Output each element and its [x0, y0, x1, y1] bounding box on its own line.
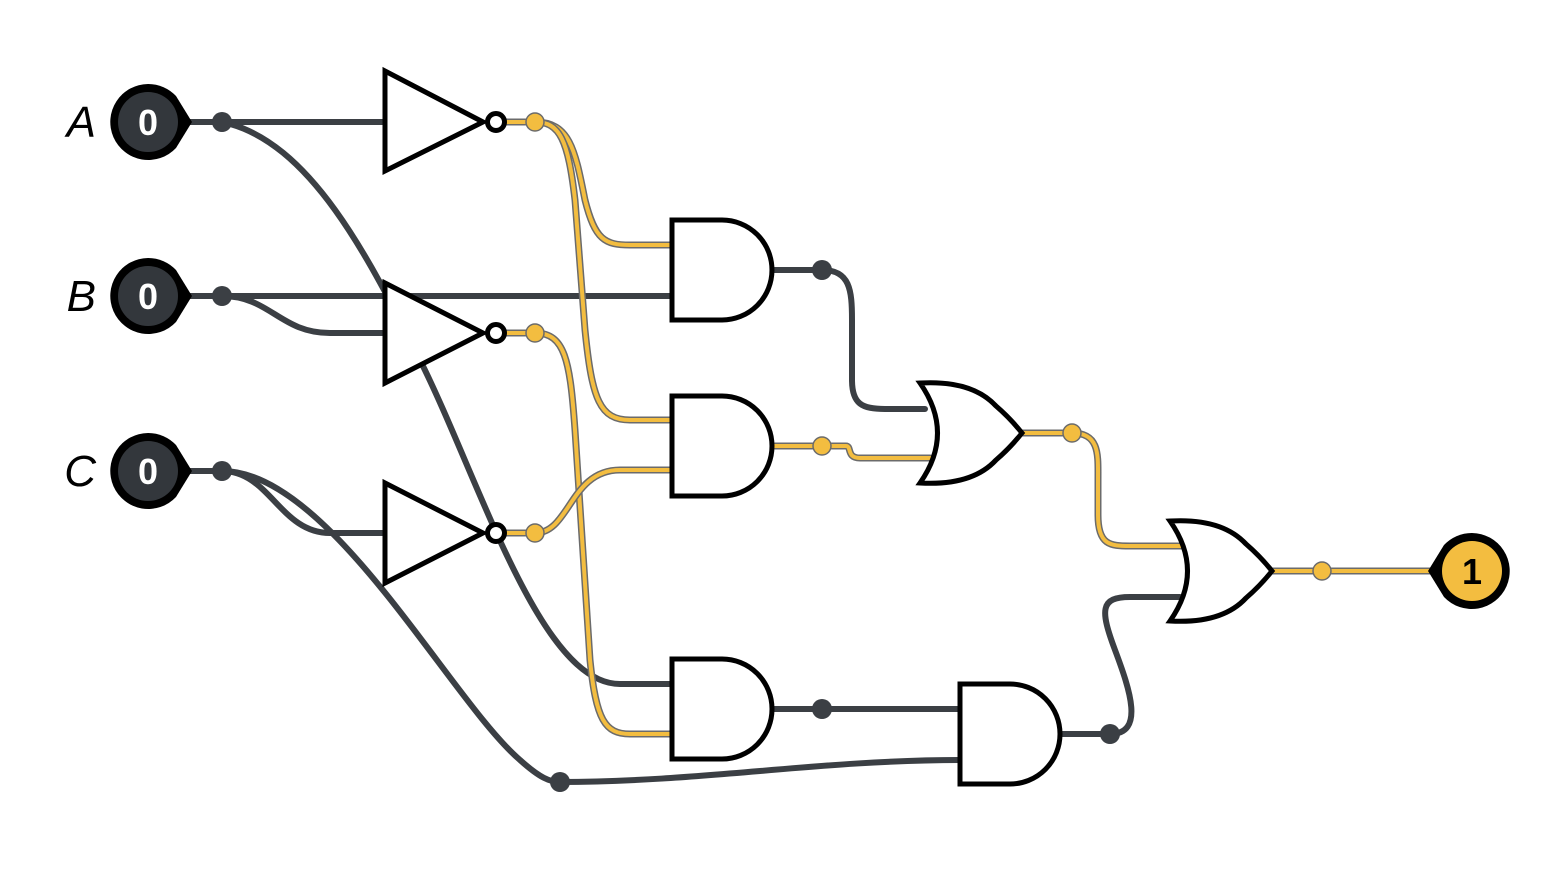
wire-not-a-to-and2	[533, 120, 674, 422]
input-label-a: A	[64, 98, 96, 147]
input-pin-b[interactable]: B 0	[67, 257, 192, 334]
junction-not-c-out	[525, 523, 545, 543]
or-gate-1[interactable]	[915, 380, 1026, 486]
input-pin-a[interactable]: A 0	[64, 83, 192, 160]
wire-and2-to-or1	[770, 444, 932, 460]
junction-and4-out	[812, 699, 832, 719]
junction-or1-out	[1062, 423, 1082, 443]
not-gate-b[interactable]	[382, 278, 507, 388]
and-gate-2[interactable]	[669, 393, 775, 499]
input-value-c: 0	[138, 451, 158, 492]
inactive-wires	[182, 119, 1183, 785]
wire-and1-to-or1	[769, 267, 928, 412]
junction-not-a-out	[525, 112, 545, 132]
input-pin-c[interactable]: C 0	[64, 432, 192, 509]
junctions	[212, 112, 1332, 792]
wire-a-to-and4	[219, 119, 675, 687]
junction-b	[212, 286, 232, 306]
junction-or2-out	[1312, 561, 1332, 581]
wire-not-c-to-and2	[496, 468, 674, 535]
junction-and5-out	[1100, 724, 1120, 744]
junction-c	[212, 461, 232, 481]
wire-b-to-not-b	[219, 293, 388, 336]
not-gate-a[interactable]	[382, 66, 507, 176]
and-gate-5[interactable]	[957, 681, 1063, 787]
junction-c-bottom	[550, 772, 570, 792]
wire-c-to-junction	[219, 468, 563, 785]
and-gate-4[interactable]	[669, 656, 775, 762]
input-label-b: B	[67, 272, 96, 321]
wire-and5-to-or2	[1057, 594, 1183, 737]
output-value: 1	[1462, 551, 1482, 592]
active-wires	[494, 118, 1436, 738]
input-value-b: 0	[138, 276, 158, 317]
wire-c-to-not-c	[182, 468, 388, 536]
wire-junction-to-and5	[557, 757, 963, 785]
or-gate-2[interactable]	[1165, 518, 1276, 624]
not-gate-c[interactable]	[382, 478, 507, 588]
input-label-c: C	[64, 447, 97, 496]
output-pin[interactable]: 1	[1428, 532, 1510, 609]
junction-and2-out	[812, 436, 832, 456]
junction-and1-out	[812, 260, 832, 280]
wire-not-b-to-and4	[496, 331, 674, 736]
junction-not-b-out	[525, 323, 545, 343]
and-gate-1[interactable]	[669, 217, 775, 323]
wire-or1-to-or2	[1020, 431, 1184, 548]
junction-a	[212, 112, 232, 132]
input-value-a: 0	[138, 102, 158, 143]
